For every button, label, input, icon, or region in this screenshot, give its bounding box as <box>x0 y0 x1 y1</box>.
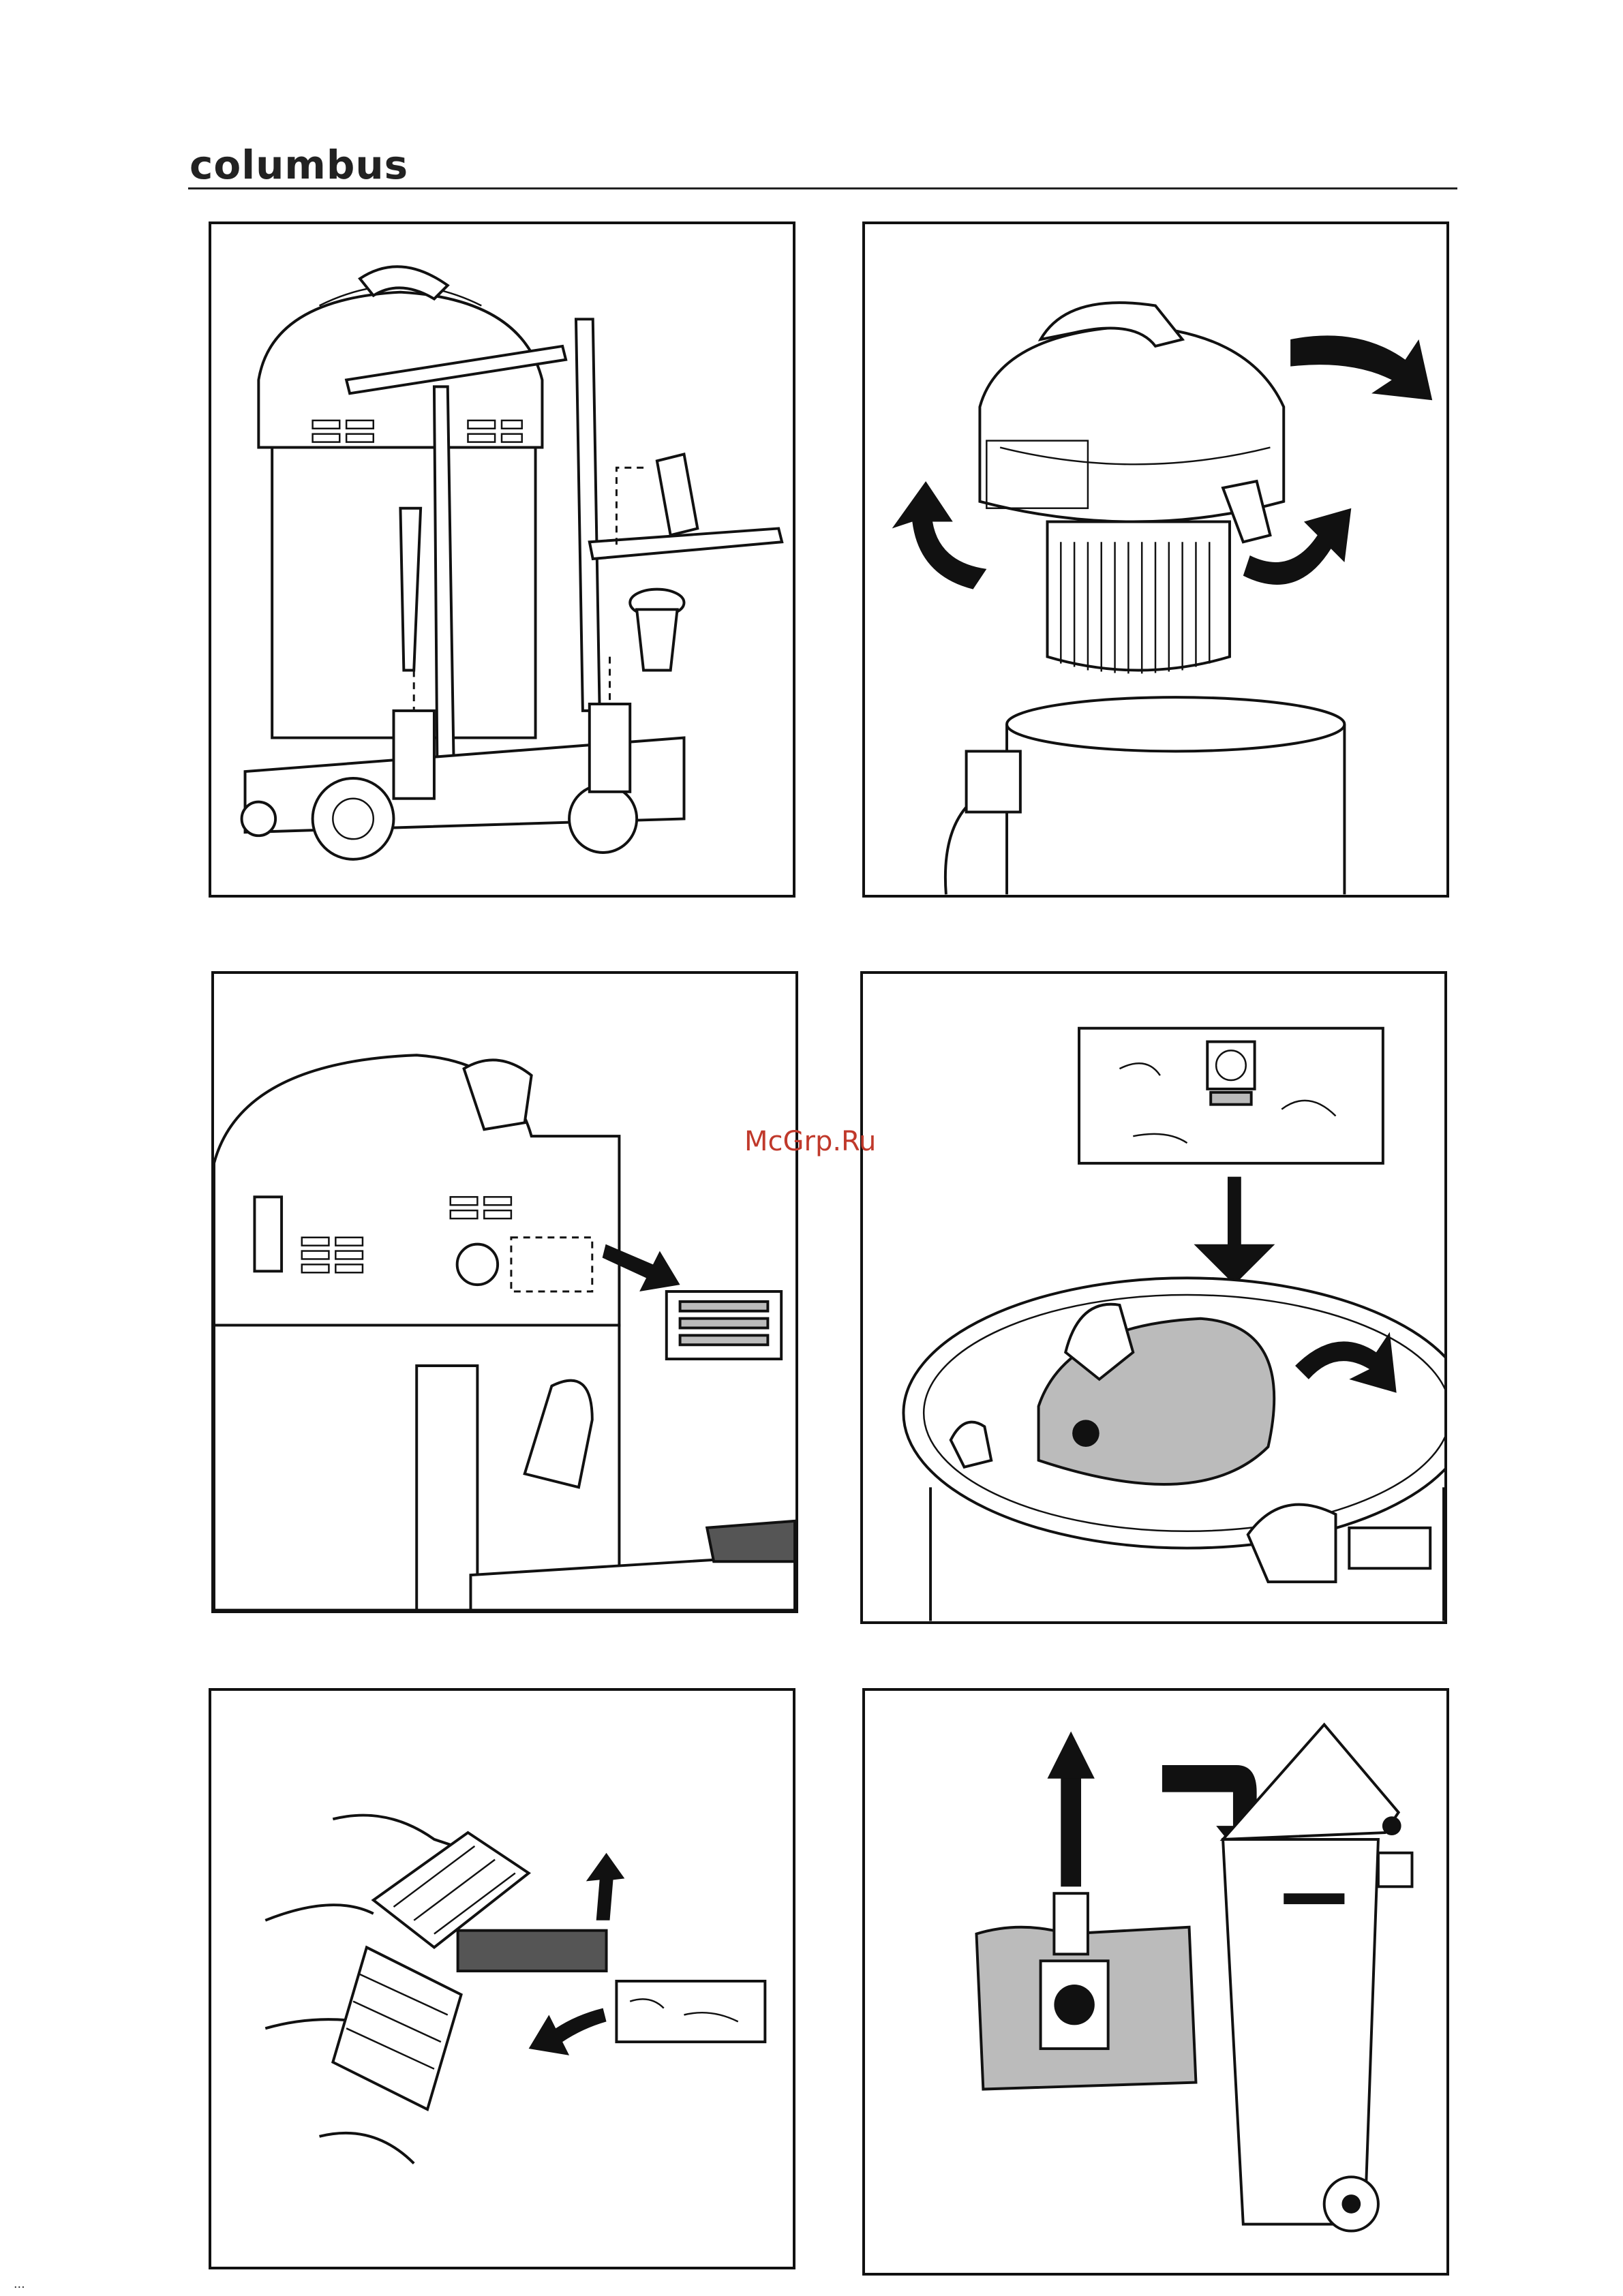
watermark-text: McGrp.Ru <box>744 1126 876 1157</box>
dispose-bag-in-bin-icon <box>865 1691 1446 2273</box>
header-rule <box>188 187 1457 189</box>
figure-panel-1 <box>209 221 795 898</box>
lift-motor-head-icon <box>865 224 1446 895</box>
figure-panel-5 <box>209 1688 795 2269</box>
figure-panel-6 <box>862 1688 1449 2276</box>
page-footer-mark: ... <box>14 2276 25 2292</box>
clean-foam-filter-icon <box>211 1691 793 2267</box>
figure-panel-3 <box>211 971 798 1613</box>
figure-panel-2 <box>862 221 1449 898</box>
insert-dust-bag-icon <box>863 974 1444 1621</box>
remove-exhaust-filter-icon <box>214 974 795 1610</box>
figure-panel-4 <box>860 971 1447 1624</box>
brand-logo: columbus <box>189 142 408 183</box>
vacuum-with-accessories-icon <box>211 224 793 895</box>
